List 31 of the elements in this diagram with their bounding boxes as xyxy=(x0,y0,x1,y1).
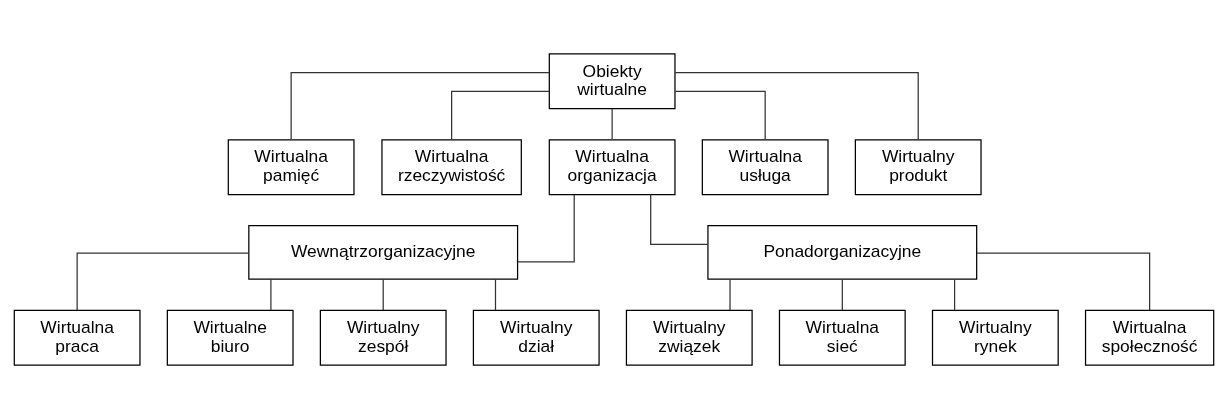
node-box: Wirtualny rynek xyxy=(931,309,1059,366)
node-box: Obiekty wirtualne xyxy=(548,53,676,110)
connector xyxy=(494,278,497,311)
node-box: Wirtualne biuro xyxy=(166,309,294,366)
connector xyxy=(517,194,575,263)
connector xyxy=(382,278,384,311)
connector xyxy=(841,278,843,311)
connector xyxy=(954,278,956,311)
node-box: Wirtualna praca xyxy=(13,309,141,366)
connector xyxy=(76,252,250,311)
node-box: Wirtualny zespół xyxy=(319,309,447,366)
connector xyxy=(650,194,709,245)
connector xyxy=(729,278,731,311)
node-box: Wirtualna pamięć xyxy=(227,139,355,196)
node-box: Wirtualna sieć xyxy=(778,309,906,366)
node-box: Wirtualna organizacja xyxy=(548,139,676,196)
node-box: Wirtualna społeczność xyxy=(1084,309,1215,366)
connector xyxy=(270,278,272,311)
connector xyxy=(674,72,919,140)
connector xyxy=(451,90,550,141)
connector xyxy=(611,108,613,141)
connector xyxy=(674,90,766,141)
node-box: Wirtualny dział xyxy=(472,309,600,366)
node-box: Ponadorganizacyjne xyxy=(707,225,978,280)
connector xyxy=(976,252,1151,311)
node-box: Wirtualny produkt xyxy=(854,139,982,196)
node-box: Wirtualna rzeczywistość xyxy=(381,139,522,196)
connector xyxy=(290,72,550,140)
node-box: Wirtualna usługa xyxy=(701,139,829,196)
node-box: Wirtualny związek xyxy=(625,309,753,366)
node-box: Wewnątrzorganizacyjne xyxy=(248,225,519,280)
